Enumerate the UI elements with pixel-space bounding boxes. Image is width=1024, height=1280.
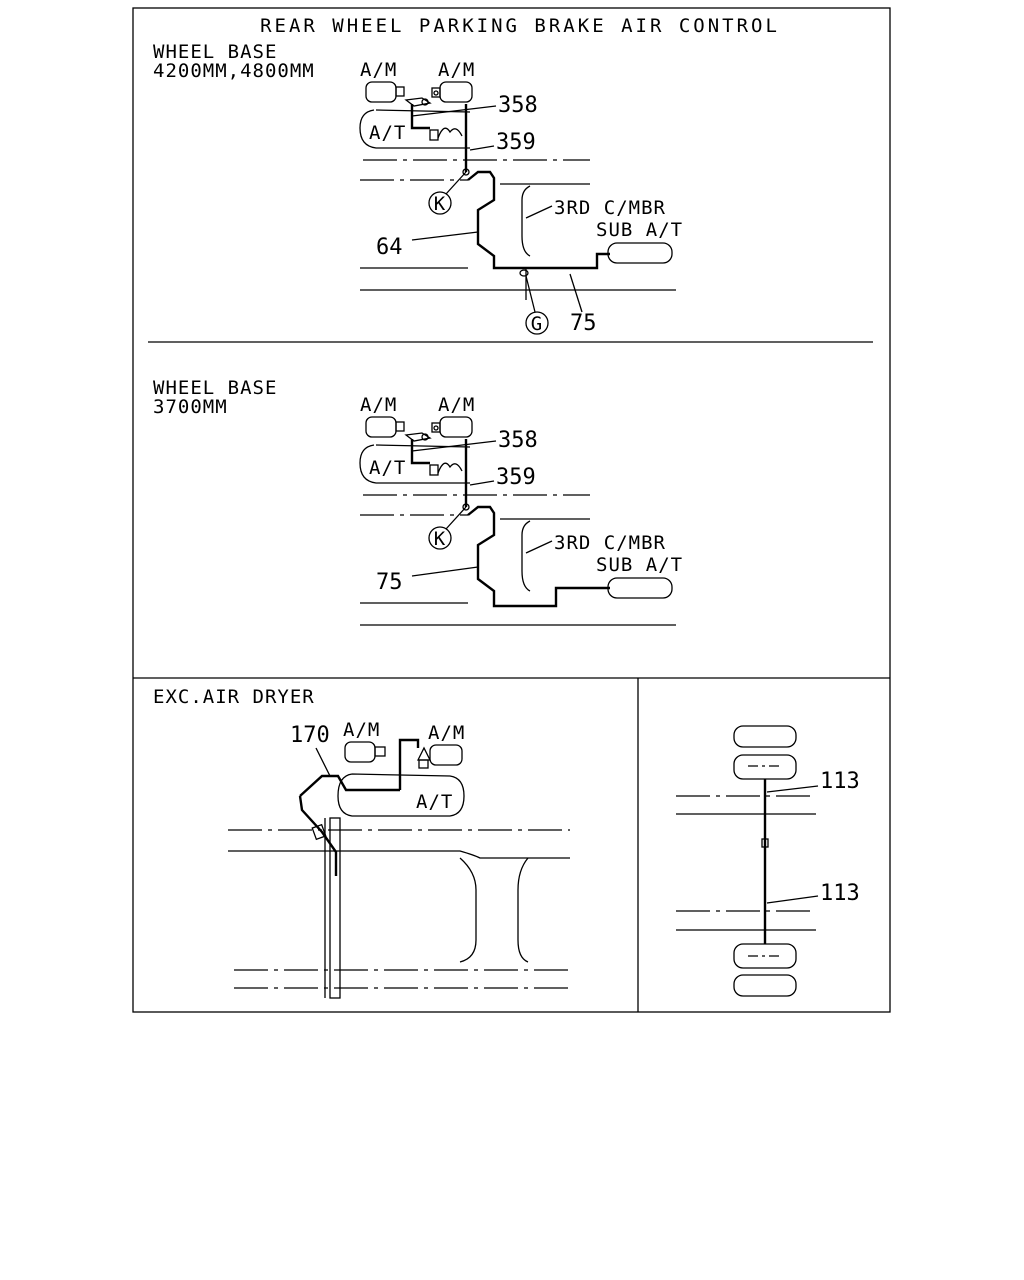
panel-bottom-left-am-left-label: A/M (343, 719, 380, 741)
panel-bottom-right-part-113-lower: 113 (820, 881, 860, 906)
panel-middle-am-left-label: A/M (360, 394, 397, 416)
panel-exc-air-dryer: EXC.AIR DRYER 170 A/M A/M A/T (153, 686, 570, 999)
panel-top-third-chamber-label: 3RD C/MBR (554, 197, 666, 219)
panel-top-air-tank (359, 109, 471, 149)
panel-middle-sub-at-label: SUB A/T (596, 554, 683, 576)
panel-bottom-left-at-label: A/T (416, 791, 453, 813)
panel-middle-part-359: 359 (496, 465, 536, 490)
diagram-frame (132, 7, 891, 1013)
svg-text:K: K (434, 528, 446, 550)
panel-middle-air-tank (359, 444, 471, 484)
svg-text:G: G (531, 313, 543, 335)
panel-wheel-base-3700: WHEEL BASE 3700MM A/M A/M A/T 358 359 K (153, 377, 683, 626)
panel-bottom-left-am-right-label: A/M (428, 722, 465, 744)
panel-bottom-left-air-tank (337, 773, 465, 817)
panel-bottom-right-chamber-4 (733, 974, 797, 997)
panel-part-113: 113 113 (676, 725, 860, 997)
panel-top-air-master-right (439, 81, 473, 103)
panel-bottom-left-air-master-left (344, 741, 376, 763)
panel-middle-part-358: 358 (498, 428, 538, 453)
panel-middle-heading-line1: WHEEL BASE (153, 377, 277, 399)
panel-middle-third-chamber-label: 3RD C/MBR (554, 532, 666, 554)
panel-top-part-359: 359 (496, 130, 536, 155)
panel-top-sub-air-tank (607, 242, 673, 264)
panel-bottom-left-part-170: 170 (290, 723, 330, 748)
panel-top-heading-line2: 4200MM,4800MM (153, 60, 315, 82)
panel-bottom-right-chamber-2 (733, 754, 797, 780)
diagram-title: REAR WHEEL PARKING BRAKE AIR CONTROL (260, 15, 780, 37)
panel-top-sub-at-label: SUB A/T (596, 219, 683, 241)
panel-middle-part-75: 75 (376, 570, 403, 595)
panel-top-marker-k (428, 191, 452, 215)
panel-middle-marker-k (428, 526, 452, 550)
panel-middle-am-right-label: A/M (438, 394, 475, 416)
panel-top-part-358: 358 (498, 93, 538, 118)
panel-bottom-right-part-113-upper: 113 (820, 769, 860, 794)
panel-bottom-left-heading: EXC.AIR DRYER (153, 686, 315, 708)
panel-top-am-left-label: A/M (360, 59, 397, 81)
panel-top-heading-line1: WHEEL BASE (153, 41, 277, 63)
panel-top-at-label: A/T (369, 122, 406, 144)
panel-middle-at-label: A/T (369, 457, 406, 479)
panel-bottom-left-air-master-right (429, 744, 463, 766)
panel-middle-air-master-left (365, 416, 397, 438)
panel-middle-air-master-right (439, 416, 473, 438)
panel-top-part-75: 75 (570, 311, 597, 336)
panel-middle-heading-line2: 3700MM (153, 396, 228, 418)
panel-wheel-base-4200-4800: WHEEL BASE 4200MM,4800MM A/M A/M A/T 358… (153, 41, 683, 336)
svg-text:K: K (434, 193, 446, 215)
panel-middle-sub-air-tank (607, 577, 673, 599)
panel-top-air-master-left (365, 81, 397, 103)
panel-top-am-right-label: A/M (438, 59, 475, 81)
panel-top-part-64: 64 (376, 235, 403, 260)
panel-top-marker-g (525, 311, 549, 335)
panel-bottom-right-chamber-1 (733, 725, 797, 748)
